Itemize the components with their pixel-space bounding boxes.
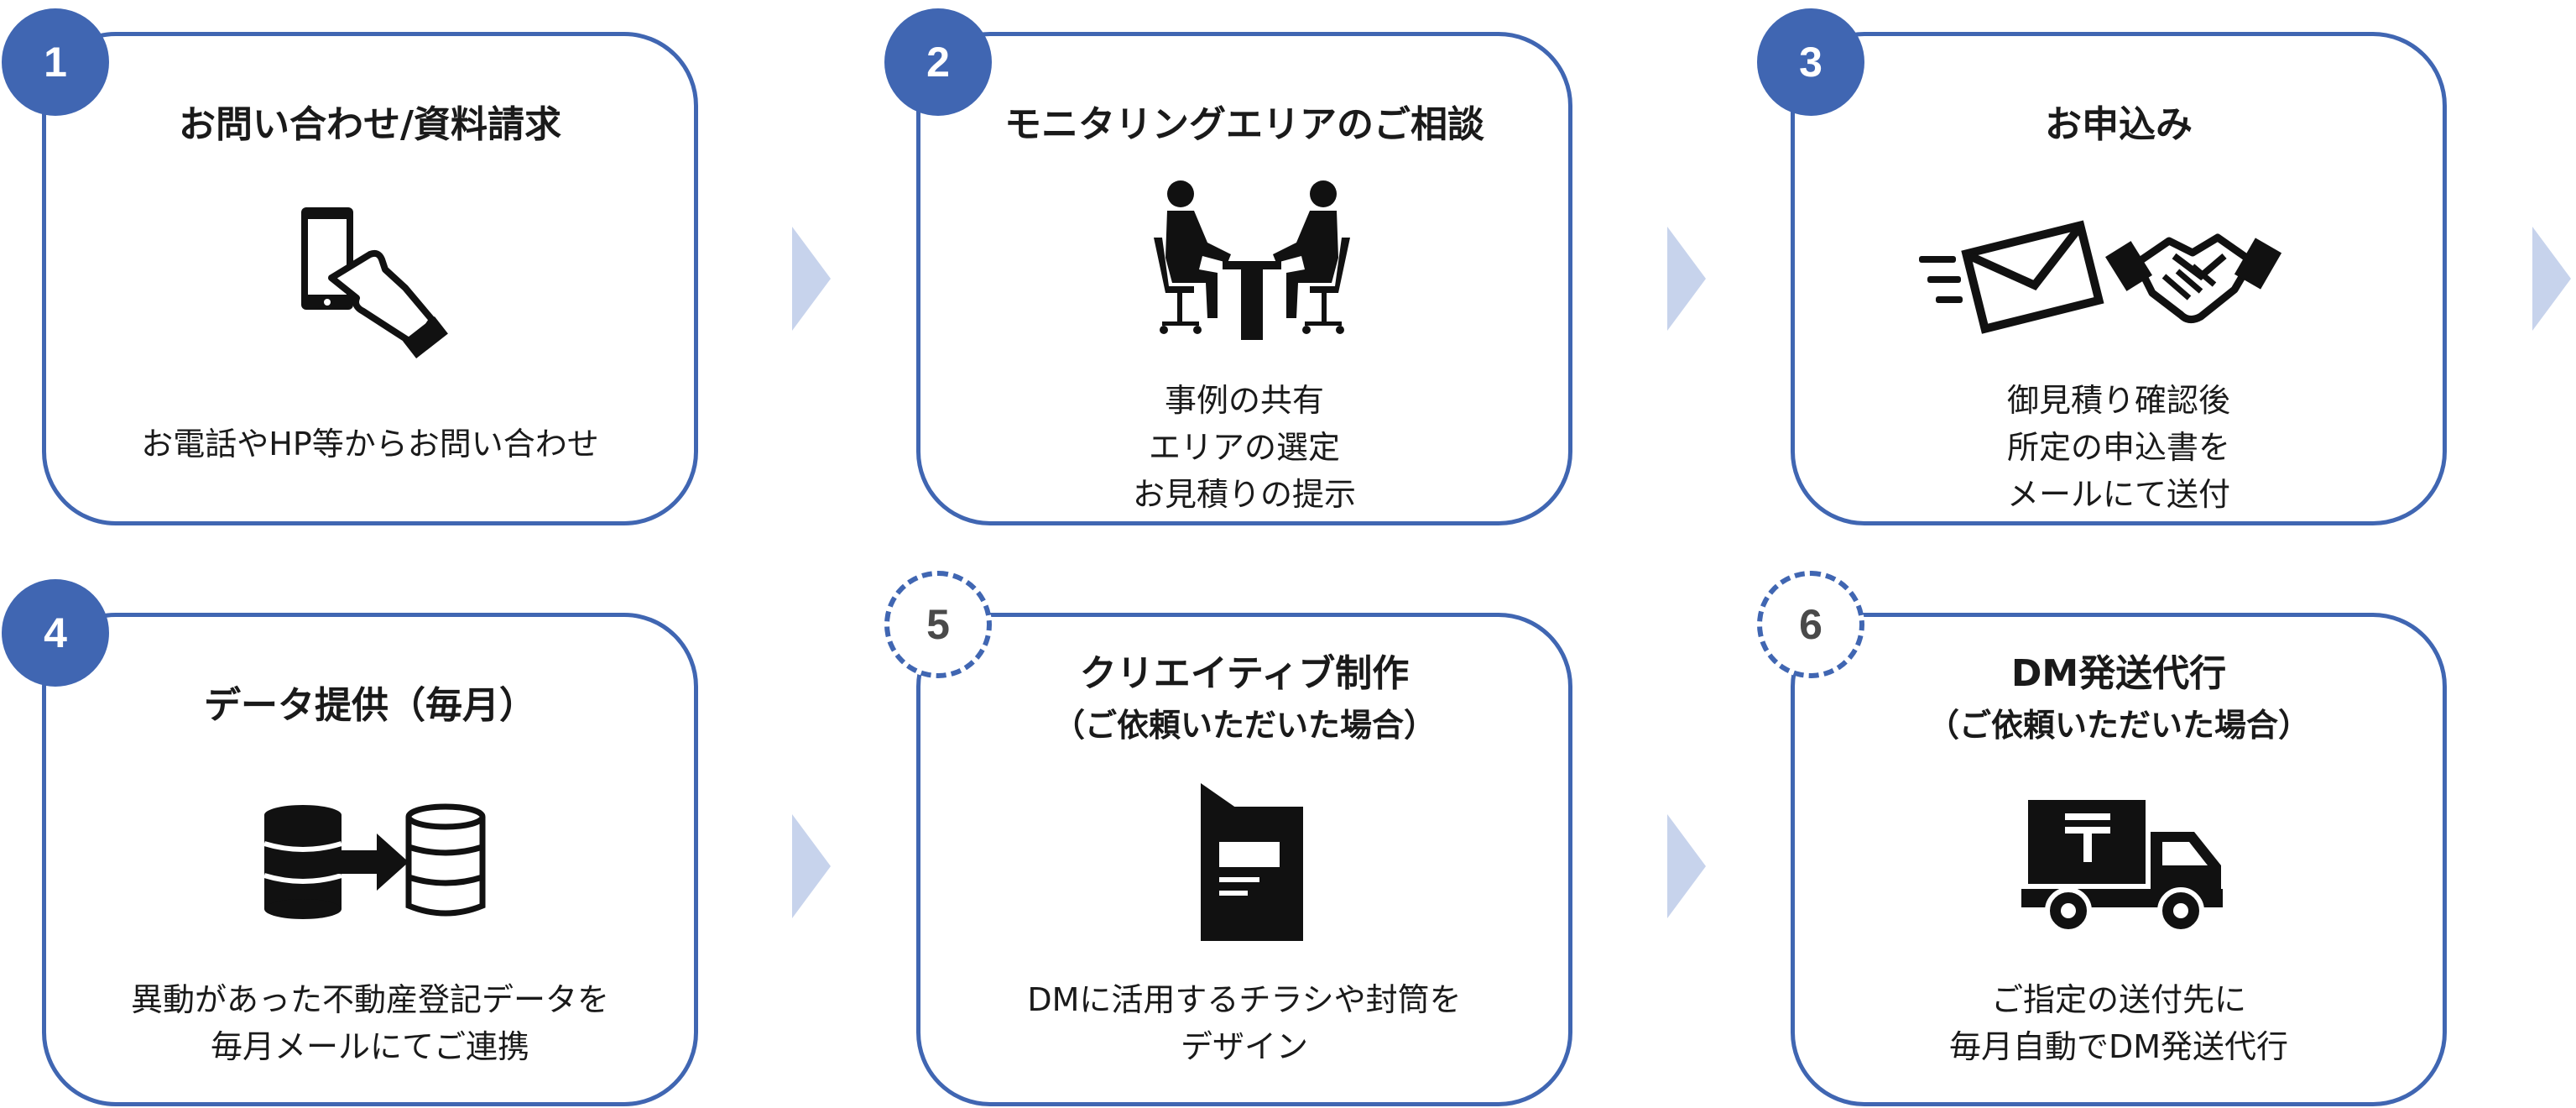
step-description: 御見積り確認後 所定の申込書を メールにて送付 [2006,382,2230,513]
database-transfer-icon [263,803,486,919]
flow-arrow [792,814,831,918]
step-number-badge: 1 [2,8,109,116]
step-description: 事例の共有 エリアの選定 お見積りの提示 [1132,382,1356,513]
mail-and-handshake-icon [1919,220,2282,334]
step-card-1: お問い合わせ/資料請求 お電話やHP等からお問い合わせ [42,32,698,525]
meeting-icon [1154,180,1350,340]
step-description: ご指定の送付先に 毎月自動でDM発送代行 [1948,981,2289,1065]
step-card-2: モニタリングエリアのご相談 事例の共有 エリアの選定 お見積りの提示 [916,32,1572,525]
step-title: DM発送代行 [2010,652,2227,695]
flow-arrow [1667,814,1706,918]
step-description: お電話やHP等からお問い合わせ [141,426,599,463]
step-card-5: クリエイティブ制作 （ご依頼いただいた場合） DMに活用するチラシや封筒を デザ… [916,613,1572,1106]
flow-arrow [1667,227,1706,331]
flyer-icon [1201,783,1303,941]
step-card-6: DM発送代行 （ご依頼いただいた場合） ご指定の送付先に 毎月自動でDM発送代行 [1791,613,2447,1106]
flow-arrow [792,227,831,331]
step-number-badge: 2 [884,8,992,116]
step-title: クリエイティブ制作 [1079,652,1410,695]
smartphone-tap-icon [301,207,448,359]
step-number-badge: 6 [1757,571,1864,678]
step-title: お申込み [2045,103,2193,146]
postal-truck-icon [2021,800,2223,934]
step-subtitle: （ご依頼いただいた場合） [1927,707,2310,744]
step-card-3: お申込み 御見積り確認後 所定の申込書を メールにて送付 [1791,32,2447,525]
step-subtitle: （ご依頼いただいた場合） [1052,707,1436,744]
step-description: 異動があった不動産登記データを 毎月メールにてご連携 [130,981,609,1065]
step-card-4: データ提供（毎月） 異動があった不動産登記データを 毎月メールにてご連携 [42,613,698,1106]
step-number-badge: 5 [884,571,992,678]
step-title: データ提供（毎月） [204,684,536,727]
step-number-badge: 4 [2,579,109,687]
step-title: お問い合わせ/資料請求 [178,103,562,146]
step-number-badge: 3 [1757,8,1864,116]
step-description: DMに活用するチラシや封筒を デザイン [1027,981,1462,1065]
flow-arrow [2532,227,2571,331]
step-title: モニタリングエリアのご相談 [1004,103,1484,146]
